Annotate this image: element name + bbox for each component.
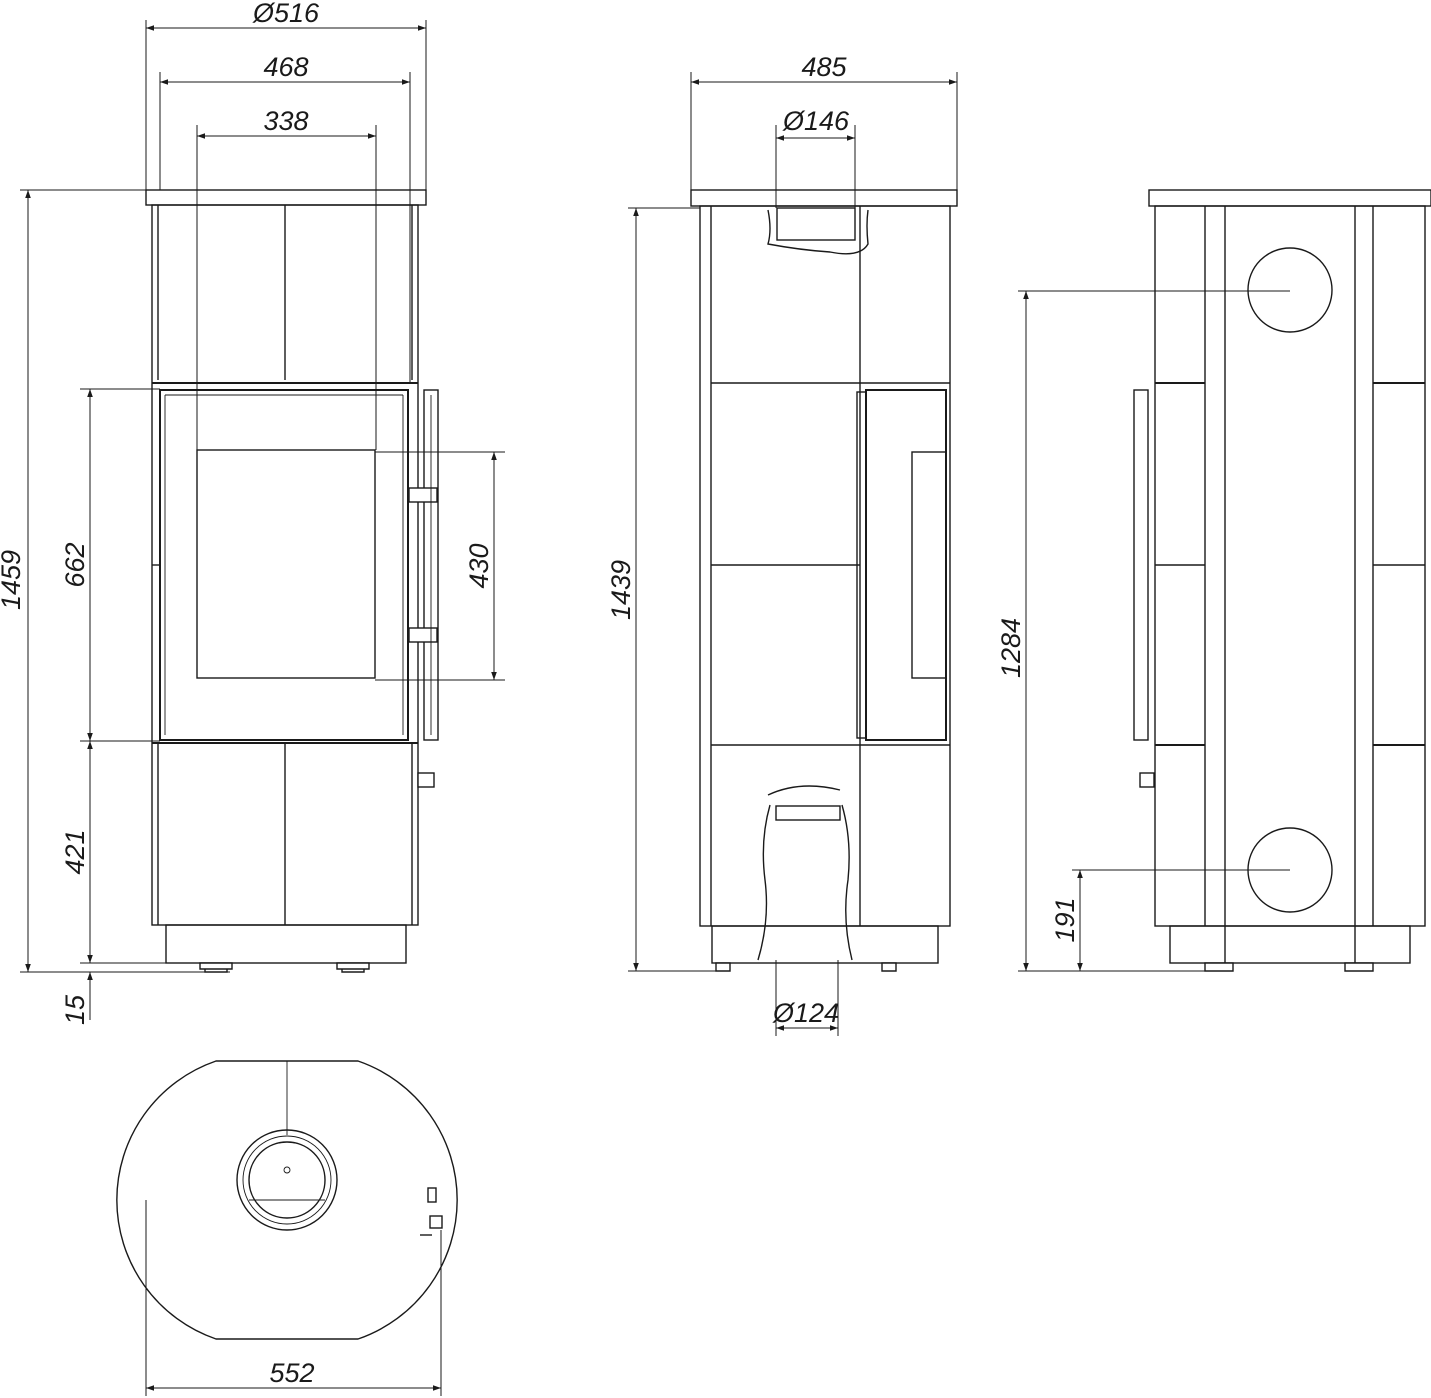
dim-air-inlet: Ø124 xyxy=(772,998,839,1028)
plinth xyxy=(165,924,407,964)
flue-collar xyxy=(236,1129,338,1231)
dim-body-width: 468 xyxy=(263,52,308,82)
dim-upper-outlet-height: 1284 xyxy=(996,618,1026,678)
dim-total-height: 1439 xyxy=(606,560,636,620)
dim-lower-outlet-height: 191 xyxy=(1050,897,1080,942)
foot-right xyxy=(336,962,370,973)
top-outline xyxy=(116,1060,458,1340)
stove-body xyxy=(1154,205,1426,927)
dim-flue-top: Ø146 xyxy=(782,106,850,136)
side-view: 485 Ø146 1439 Ø124 xyxy=(606,52,958,1036)
top-view: 552 xyxy=(116,1060,458,1396)
dim-outer-diameter: Ø516 xyxy=(252,0,320,28)
top-plate xyxy=(145,189,427,206)
back-view: 1284 191 xyxy=(996,189,1431,972)
dim-depth: 552 xyxy=(269,1358,314,1388)
foot-left xyxy=(199,962,233,973)
air-inlet-cutaway xyxy=(757,804,771,961)
dim-glass-height: 430 xyxy=(464,543,494,588)
door-glass xyxy=(196,449,376,679)
front-view: Ø516 468 338 1459 662 421 15 430 xyxy=(0,0,505,1025)
upper-outlet xyxy=(1247,247,1333,333)
dim-base-height: 421 xyxy=(60,829,90,874)
dim-total-height: 1459 xyxy=(0,550,26,610)
dim-door-width: 338 xyxy=(263,106,308,136)
top-plate xyxy=(690,189,958,207)
dim-door-height: 662 xyxy=(60,542,90,587)
dim-width: 485 xyxy=(801,52,847,82)
top-plate xyxy=(1148,189,1431,207)
flue-cutaway xyxy=(767,209,869,255)
dim-foot-height: 15 xyxy=(60,994,90,1025)
